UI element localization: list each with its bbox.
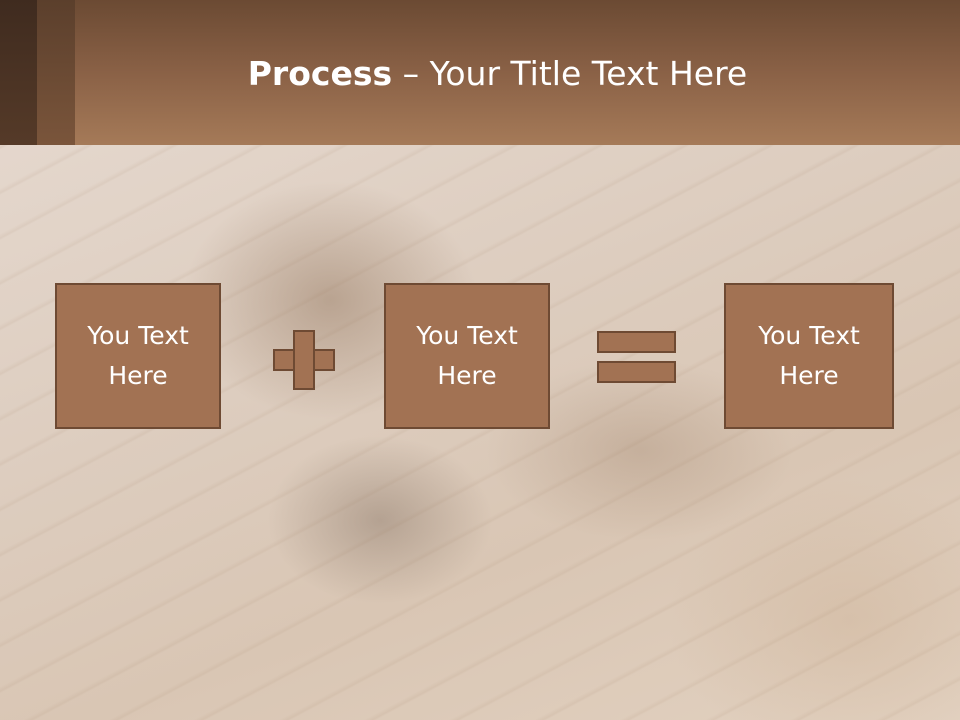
equals-bottom-bar bbox=[597, 361, 676, 383]
equals-top-bar bbox=[597, 331, 676, 353]
process-box-3[interactable]: You Text Here bbox=[724, 283, 894, 429]
accent-stripe-mid bbox=[37, 0, 75, 145]
equals-icon bbox=[597, 331, 676, 383]
plus-center bbox=[295, 351, 313, 369]
wood-texture bbox=[0, 145, 960, 720]
plus-icon bbox=[273, 330, 335, 390]
accent-stripe-dark bbox=[0, 0, 37, 145]
slide-title[interactable]: Process – Your Title Text Here bbox=[75, 52, 920, 96]
process-box-3-text: You Text Here bbox=[758, 321, 860, 390]
process-box-1-text: You Text Here bbox=[87, 321, 189, 390]
process-box-1[interactable]: You Text Here bbox=[55, 283, 221, 429]
title-rest: – Your Title Text Here bbox=[392, 54, 748, 93]
title-bold: Process bbox=[247, 54, 393, 93]
title-band: Process – Your Title Text Here bbox=[0, 0, 960, 145]
process-box-2-text: You Text Here bbox=[416, 321, 518, 390]
process-box-2[interactable]: You Text Here bbox=[384, 283, 550, 429]
